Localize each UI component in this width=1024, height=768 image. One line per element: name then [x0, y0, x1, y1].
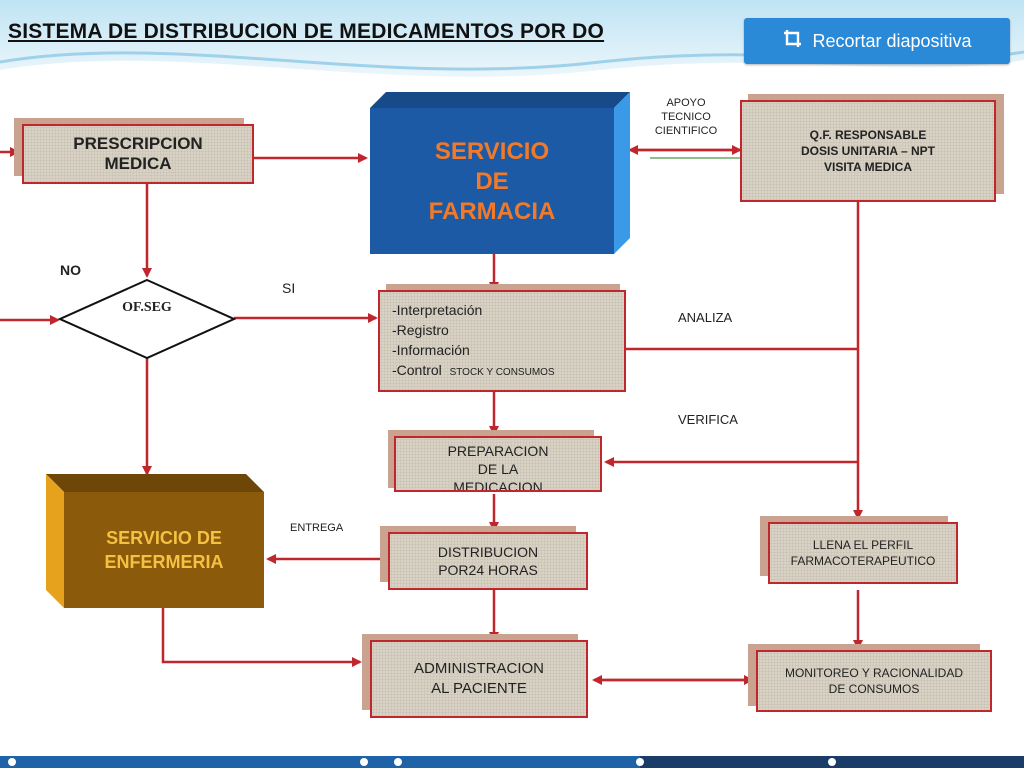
interpretacion-line-2: -Registro	[392, 321, 449, 338]
enfermeria-line-1: SERVICIO DE	[106, 528, 222, 548]
interpretacion-line-1: -Interpretación	[392, 301, 483, 318]
qf-line-2: DOSIS UNITARIA – NPT	[800, 144, 935, 158]
progress-dot[interactable]	[636, 758, 644, 766]
progress-dot[interactable]	[360, 758, 368, 766]
slide-title: SISTEMA DE DISTRIBUCION DE MEDICAMENTOS …	[8, 20, 605, 43]
apoyo-label: APOYO TECNICO CIENTIFICO	[638, 96, 734, 138]
entrega-label: ENTREGA	[290, 522, 344, 534]
farmacia-line-2: DE	[475, 168, 509, 195]
crop-icon	[782, 28, 804, 55]
perfil-box: LLENA EL PERFIL FARMACOTERAPEUTICO	[768, 522, 958, 584]
prescripcion-line-1: PRESCRIPCION	[73, 134, 203, 153]
progress-dot[interactable]	[8, 758, 16, 766]
apoyo-line-2: TECNICO	[661, 111, 711, 123]
distribucion-line-2: POR24 HORAS	[438, 562, 538, 578]
monitoreo-line-1: MONITOREO Y RACIONALIDAD	[784, 666, 964, 680]
interpretacion-line-3: -Información	[392, 341, 470, 358]
ofseg-diamond	[58, 278, 236, 360]
perfil-line-1: LLENA EL PERFIL	[812, 538, 914, 552]
prescripcion-line-2: MEDICA	[104, 154, 172, 173]
apoyo-line-3: CIENTIFICO	[654, 125, 718, 137]
preparacion-line-3: MEDICACION	[453, 479, 543, 492]
preparacion-line-1: PREPARACION	[447, 443, 549, 459]
ofseg-label: OF.SEG	[122, 300, 172, 315]
farmacia-3d-box	[370, 92, 630, 254]
analiza-label: ANALIZA	[678, 310, 733, 325]
arrow-enfermeria-administracion	[161, 608, 362, 667]
preparacion-line-2: DE LA	[477, 461, 519, 477]
progress-dot[interactable]	[828, 758, 836, 766]
slide-progress-bar[interactable]	[0, 756, 1024, 768]
qf-responsable-box: Q.F. RESPONSABLE DOSIS UNITARIA – NPT VI…	[740, 100, 996, 202]
crop-slide-button[interactable]: Recortar diapositiva	[744, 18, 1010, 64]
enfermeria-3d-box	[46, 474, 264, 608]
verifica-label: VERIFICA	[678, 412, 738, 427]
prescripcion-medica-box: PRESCRIPCION MEDICA	[22, 124, 254, 184]
administracion-line-2: AL PACIENTE	[431, 680, 527, 697]
si-label: SI	[282, 280, 296, 296]
qf-line-3: VISITA MEDICA	[823, 160, 912, 174]
monitoreo-line-2: DE CONSUMOS	[828, 682, 920, 696]
stock-consumos-text: STOCK Y CONSUMOS	[449, 366, 555, 378]
servicio-farmacia-box: SERVICIO DE FARMACIA	[372, 110, 612, 254]
progress-dot[interactable]	[394, 758, 402, 766]
farmacia-line-1: SERVICIO	[434, 138, 550, 165]
preparacion-box: PREPARACION DE LA MEDICACION	[394, 436, 602, 492]
interpretacion-box: -Interpretación -Registro -Información -…	[378, 290, 626, 392]
administracion-line-1: ADMINISTRACION	[413, 660, 544, 677]
distribucion-line-1: DISTRIBUCION	[437, 544, 539, 560]
crop-slide-label: Recortar diapositiva	[812, 30, 972, 51]
perfil-line-2: FARMACOTERAPEUTICO	[790, 554, 936, 568]
qf-line-1: Q.F. RESPONSABLE	[809, 128, 927, 142]
no-label: NO	[60, 262, 81, 278]
farmacia-line-3: FARMACIA	[428, 198, 556, 225]
servicio-enfermeria-box: SERVICIO DE ENFERMERIA	[64, 492, 264, 608]
administracion-box: ADMINISTRACION AL PACIENTE	[370, 640, 588, 718]
monitoreo-box: MONITOREO Y RACIONALIDAD DE CONSUMOS	[756, 650, 992, 712]
apoyo-line-1: APOYO	[666, 97, 706, 109]
distribucion-box: DISTRIBUCION POR24 HORAS	[388, 532, 588, 590]
control-text: -Control	[392, 361, 442, 378]
enfermeria-line-2: ENFERMERIA	[104, 552, 224, 572]
interpretacion-line-4: -Control STOCK Y CONSUMOS	[392, 360, 555, 383]
